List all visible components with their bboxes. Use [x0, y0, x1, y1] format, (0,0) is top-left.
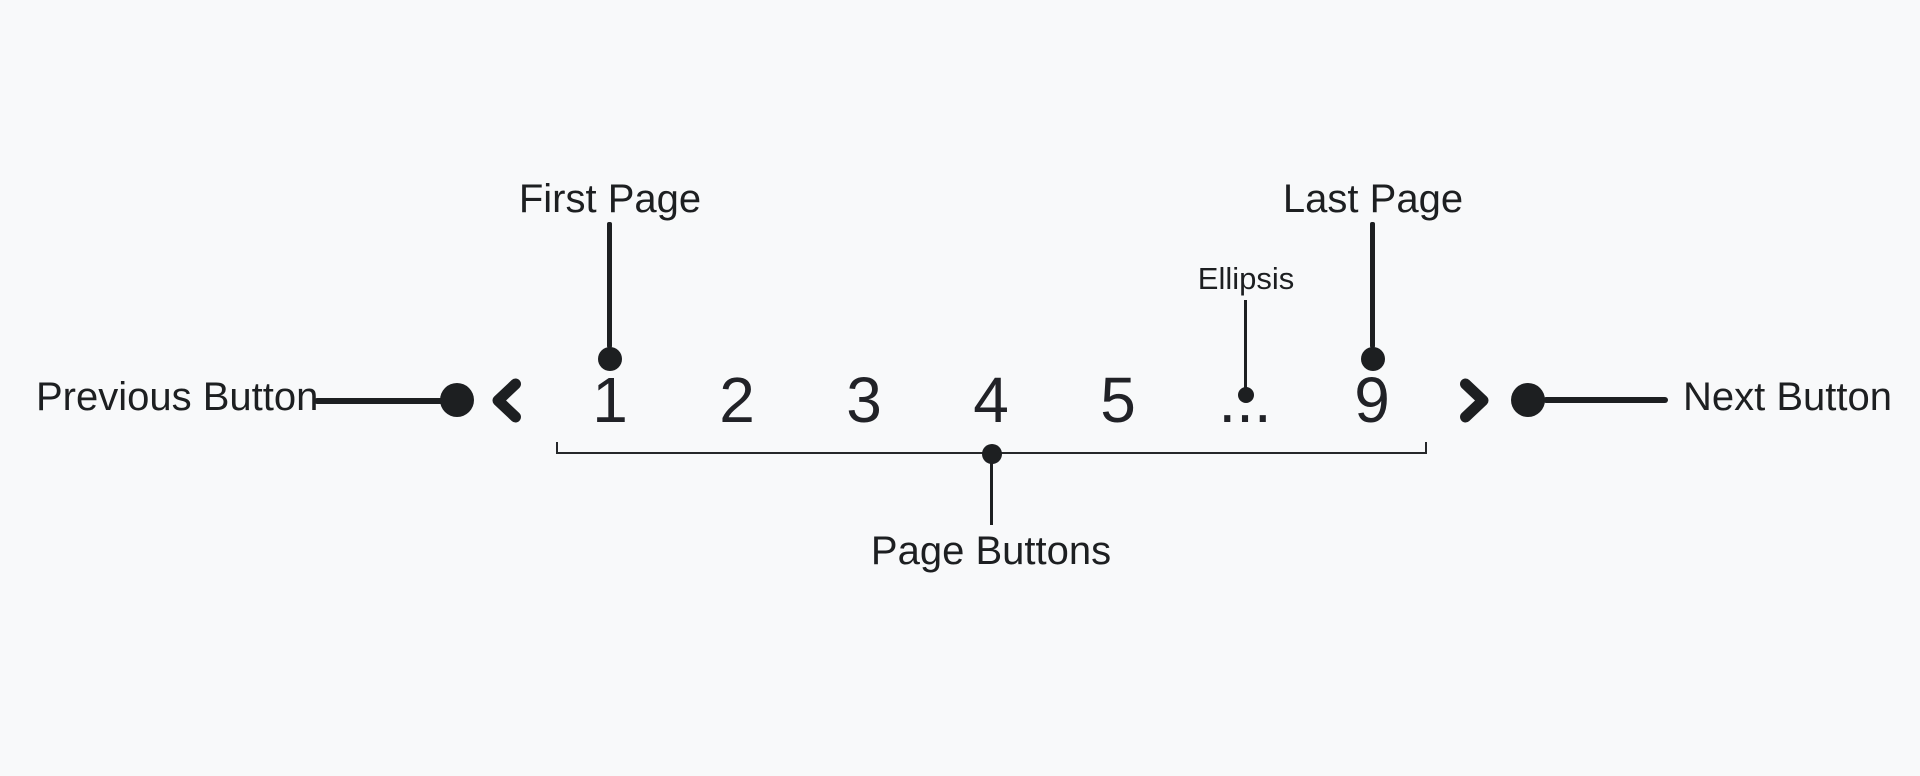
next-callout-line	[1543, 397, 1668, 403]
last-page-label: Last Page	[1282, 177, 1464, 221]
page-button-4[interactable]: 4	[973, 364, 1009, 436]
first-page-callout-line	[607, 222, 612, 348]
previous-callout-dot	[440, 383, 474, 417]
page-button-3[interactable]: 3	[846, 364, 882, 436]
ellipsis-callout-dot	[1238, 387, 1254, 403]
next-button-label: Next Button	[1683, 375, 1893, 419]
next-callout-dot	[1511, 383, 1545, 417]
previous-callout-line	[314, 398, 452, 404]
last-page-callout-dot	[1361, 347, 1385, 371]
ellipsis-callout-line	[1244, 300, 1247, 390]
chevron-right-icon	[1459, 378, 1492, 423]
page-button-9[interactable]: 9	[1354, 364, 1390, 436]
page-buttons-bracket-dot	[982, 444, 1002, 464]
last-page-callout-line	[1370, 222, 1375, 348]
page-button-2[interactable]: 2	[719, 364, 755, 436]
page-button-1[interactable]: 1	[592, 364, 628, 436]
page-buttons-callout-line	[990, 462, 993, 525]
chevron-left-icon	[489, 378, 522, 423]
next-button[interactable]	[1459, 378, 1492, 423]
page-button-5[interactable]: 5	[1100, 364, 1136, 436]
first-page-label: First Page	[518, 177, 702, 221]
page-buttons-label: Page Buttons	[870, 529, 1112, 573]
ellipsis-label: Ellipsis	[1197, 261, 1295, 296]
first-page-callout-dot	[598, 347, 622, 371]
previous-button[interactable]	[489, 378, 522, 423]
previous-button-label: Previous Button	[36, 375, 319, 419]
